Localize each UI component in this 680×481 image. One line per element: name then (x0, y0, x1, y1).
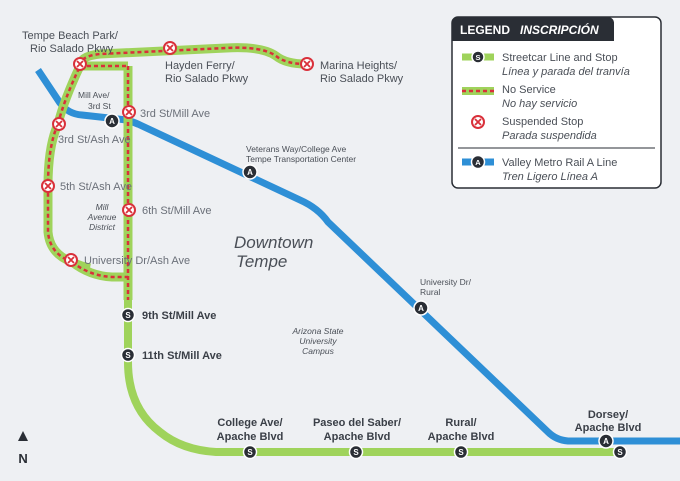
area-label: Mill (96, 202, 110, 212)
area-label: Downtown (234, 233, 313, 252)
stop-label: College Ave/ (217, 417, 282, 429)
stop-label: Rio Salado Pkwy (165, 73, 249, 85)
legend-suspended-icon (471, 115, 485, 129)
stop-label: 3rd St/Ash Ave (58, 134, 131, 146)
svg-text:A: A (109, 117, 115, 126)
legend-rail-swatch: A (462, 154, 494, 170)
area-label: Avenue (87, 212, 117, 222)
streetcar-stop-icon: S (612, 444, 628, 460)
svg-text:A: A (418, 304, 424, 313)
rail-label: 3rd St (88, 101, 111, 111)
stop-label: 6th St/Mill Ave (142, 205, 212, 217)
legend-title-alt: INSCRIPCIÓN (520, 22, 599, 37)
rail-station-icon: A (242, 164, 258, 180)
stop-label: Marina Heights/ (320, 60, 398, 72)
streetcar-stop-icon: S (242, 444, 258, 460)
suspended-stops (41, 41, 314, 267)
streetcar-stop-icon: S (120, 307, 136, 323)
area-label: Campus (302, 346, 334, 356)
legend-label: No Service (502, 84, 556, 96)
svg-text:A: A (475, 158, 481, 167)
legend-streetcar-swatch: S (462, 50, 494, 64)
legend-label: Suspended Stop (502, 116, 583, 128)
svg-text:S: S (247, 448, 253, 457)
stop-label: Rio Salado Pkwy (30, 43, 114, 55)
rail-label: Rural (420, 287, 440, 297)
rail-label: Veterans Way/College Ave (246, 144, 346, 154)
legend-title: LEGEND (460, 23, 510, 37)
svg-text:A: A (247, 168, 253, 177)
suspended-stop-icon (122, 105, 136, 119)
stop-label: Rural/ (445, 417, 476, 429)
svg-text:S: S (617, 448, 623, 457)
legend-label: Streetcar Line and Stop (502, 52, 618, 64)
streetcar-stop-icon: S (120, 347, 136, 363)
rail-station-icon: A (413, 300, 429, 316)
stop-label: 3rd St/Mill Ave (140, 108, 210, 120)
stop-label: 5th St/Ash Ave (60, 181, 132, 193)
rail-label: Mill Ave/ (78, 90, 110, 100)
svg-text:S: S (475, 53, 480, 62)
streetcar-stop-icon: S (348, 444, 364, 460)
no-service-segments (43, 43, 311, 300)
rail-station-icon: A (598, 433, 614, 449)
area-label: Arizona State (291, 326, 343, 336)
stop-label: Apache Blvd (428, 431, 495, 443)
suspended-stop-icon (41, 179, 55, 193)
legend-label-es: Tren Ligero Línea A (502, 171, 598, 183)
rail-a-line (35, 68, 680, 445)
svg-text:S: S (458, 448, 464, 457)
svg-text:N: N (18, 451, 27, 466)
stop-label: Apache Blvd (324, 431, 391, 443)
stop-label: Apache Blvd (217, 431, 284, 443)
legend: LEGEND INSCRIPCIÓN S Streetcar Line and … (451, 16, 662, 189)
stop-label: Tempe Beach Park/ (22, 30, 119, 42)
rail-station-icon: A (104, 113, 120, 129)
stop-label: Apache Blvd (575, 422, 642, 434)
area-label: District (89, 222, 116, 232)
stop-label: University Dr/Ash Ave (84, 255, 190, 267)
svg-text:A: A (603, 437, 609, 446)
stop-label: Dorsey/ (588, 409, 628, 421)
streetcar-line (124, 300, 620, 456)
stop-label: Hayden Ferry/ (165, 60, 236, 72)
area-label: Tempe (236, 252, 287, 271)
north-arrow-icon: N (18, 431, 28, 466)
suspended-stop-icon (300, 57, 314, 71)
svg-text:S: S (125, 311, 131, 320)
legend-label-es: Parada suspendida (502, 130, 597, 142)
stop-label: Paseo del Saber/ (313, 417, 401, 429)
rail-label: Tempe Transportation Center (246, 154, 356, 164)
stop-label: Rio Salado Pkwy (320, 73, 404, 85)
legend-label-es: Línea y parada del tranvía (502, 66, 630, 78)
suspended-stop-icon (52, 117, 66, 131)
streetcar-stops: S S S S S S (120, 307, 628, 460)
legend-label: Valley Metro Rail A Line (502, 157, 617, 169)
stop-labels: Tempe Beach Park/ Rio Salado Pkwy Hayden… (22, 30, 641, 443)
area-label: University (299, 336, 337, 346)
stop-label: 11th St/Mill Ave (142, 350, 222, 362)
suspended-stop-icon (73, 57, 87, 71)
streetcar-stop-icon: S (453, 444, 469, 460)
stop-label: 9th St/Mill Ave (142, 310, 216, 322)
rail-stations: A A A A (104, 113, 614, 449)
suspended-stop-icon (163, 41, 177, 55)
legend-label-es: No hay servicio (502, 98, 577, 110)
suspended-stop-icon (122, 203, 136, 217)
suspended-stop-icon (64, 253, 78, 267)
area-labels: Downtown Tempe Mill Avenue District Ariz… (87, 202, 344, 356)
svg-text:S: S (125, 351, 131, 360)
rail-label: University Dr/ (420, 277, 472, 287)
svg-text:S: S (353, 448, 359, 457)
rail-station-labels: Mill Ave/ 3rd St Veterans Way/College Av… (78, 90, 472, 297)
